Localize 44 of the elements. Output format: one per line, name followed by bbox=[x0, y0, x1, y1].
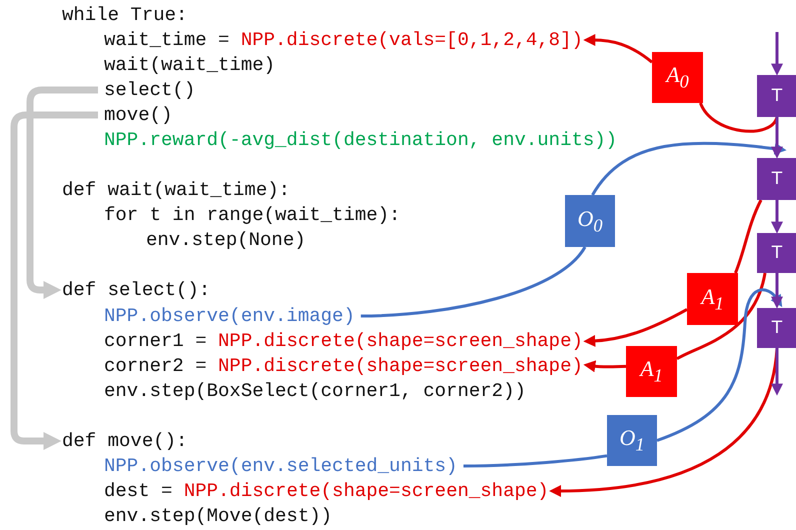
code-line: env.step(Move(dest)) bbox=[104, 504, 332, 528]
code-line: NPP.reward(-avg_dist(destination, env.units)) bbox=[104, 128, 618, 152]
code-line: def move(): bbox=[62, 428, 188, 454]
connector-line bbox=[463, 454, 608, 468]
arrow bbox=[771, 348, 783, 396]
code-line: wait_time = NPP.discrete(vals=[0,1,2,4,8]) bbox=[104, 28, 583, 52]
arrow bbox=[771, 200, 783, 234]
arrow bbox=[583, 34, 653, 64]
transition-box: T bbox=[757, 308, 796, 348]
arrow bbox=[10, 112, 98, 450]
code-line: corner1 = NPP.discrete(shape=screen_shape) bbox=[104, 328, 583, 354]
code-line: NPP.observe(env.image) bbox=[104, 304, 355, 328]
connector-line bbox=[676, 272, 766, 360]
transition-box: T bbox=[757, 233, 796, 273]
code-line: NPP.observe(env.selected_units) bbox=[104, 454, 458, 478]
code-line: dest = NPP.discrete(shape=screen_shape) bbox=[104, 478, 549, 504]
arrow bbox=[771, 273, 783, 309]
variable-box: A$_{1}$ bbox=[626, 346, 677, 397]
code-line: env.step(None) bbox=[146, 228, 306, 252]
connector-line bbox=[734, 199, 762, 274]
transition-box: T bbox=[757, 158, 796, 200]
code-line: select() bbox=[104, 78, 196, 102]
arrow bbox=[771, 32, 783, 76]
code-line: wait(wait_time) bbox=[104, 52, 276, 78]
arrow bbox=[656, 288, 783, 442]
connector-line bbox=[360, 246, 586, 318]
code-line: corner2 = NPP.discrete(shape=screen_shape) bbox=[104, 354, 583, 378]
transition-box: T bbox=[757, 75, 796, 117]
arrow bbox=[771, 117, 783, 159]
arrow bbox=[583, 308, 688, 347]
variable-box: O$_{1}$ bbox=[607, 415, 657, 466]
code-line: def select(): bbox=[62, 278, 210, 302]
code-line: def wait(wait_time): bbox=[62, 178, 290, 202]
connector-line bbox=[699, 102, 778, 133]
code-line: while True: bbox=[62, 2, 188, 28]
arrow bbox=[591, 142, 787, 196]
variable-box: A$_{0}$ bbox=[652, 52, 703, 103]
arrow bbox=[26, 86, 98, 299]
code-line: for t in range(wait_time): bbox=[104, 202, 400, 228]
code-line: move() bbox=[104, 102, 172, 128]
arrow bbox=[583, 360, 626, 372]
variable-box: O$_{0}$ bbox=[565, 195, 615, 247]
code-line: env.step(BoxSelect(corner1, corner2)) bbox=[104, 378, 526, 404]
variable-box: A$_{1}$ bbox=[687, 273, 738, 325]
